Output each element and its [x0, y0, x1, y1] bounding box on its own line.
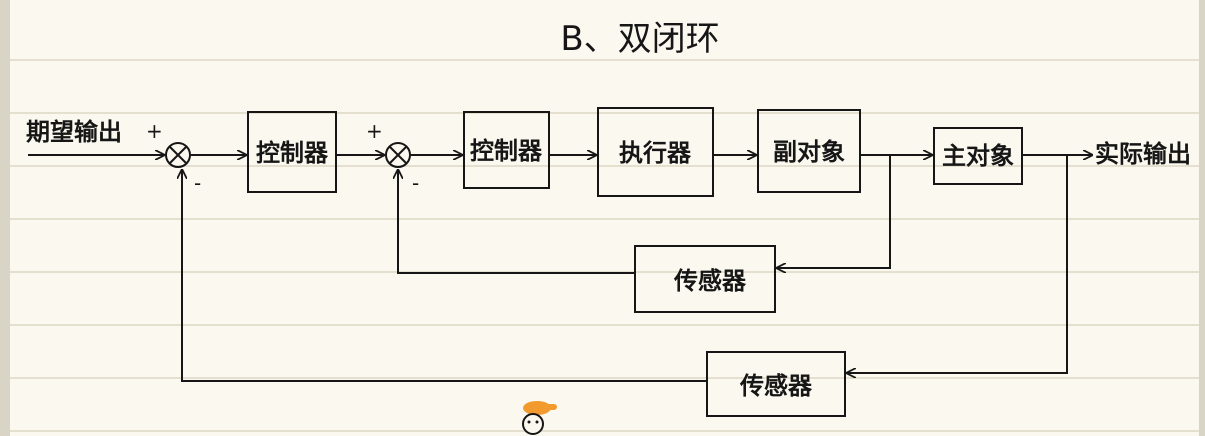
- sum2-plus-sign: +: [366, 119, 383, 143]
- diagram-title: B、双闭环: [560, 19, 719, 59]
- block-actuator: 执行器: [597, 107, 714, 197]
- block-secondary-plant: 副对象: [757, 109, 861, 193]
- svg-text:传感器: 传感器: [673, 267, 747, 295]
- output-label: 实际输出: [1095, 140, 1191, 168]
- summing-junction-outer: [165, 142, 191, 168]
- outer-feedback-loop: [182, 155, 1068, 382]
- inner-feedback-loop: [398, 155, 891, 274]
- double-loop-block-diagram: B、双闭环 期望输出 + - + - 控制器 控制器 执行器 副对象 主对象 传…: [26, 19, 1191, 435]
- svg-text:主对象: 主对象: [942, 142, 1014, 170]
- svg-text:传感器: 传感器: [739, 372, 813, 400]
- block-primary-plant: 主对象: [933, 127, 1023, 185]
- block-sensor-inner: 传感器: [634, 245, 776, 313]
- input-label: 期望输出: [26, 118, 122, 146]
- block-controller-outer: 控制器: [247, 111, 337, 193]
- svg-text:控制器: 控制器: [256, 139, 329, 167]
- sum2-minus-sign: -: [412, 171, 419, 195]
- svg-text:副对象: 副对象: [773, 138, 845, 166]
- sum1-plus-sign: +: [146, 119, 163, 143]
- summing-junction-inner: [385, 142, 411, 168]
- svg-text:执行器: 执行器: [619, 139, 692, 167]
- sum1-minus-sign: -: [194, 171, 201, 195]
- block-controller-inner: 控制器: [463, 111, 550, 189]
- svg-text:控制器: 控制器: [470, 137, 543, 165]
- block-sensor-outer: 传感器: [706, 351, 846, 417]
- cartoon-character-icon: [522, 401, 557, 435]
